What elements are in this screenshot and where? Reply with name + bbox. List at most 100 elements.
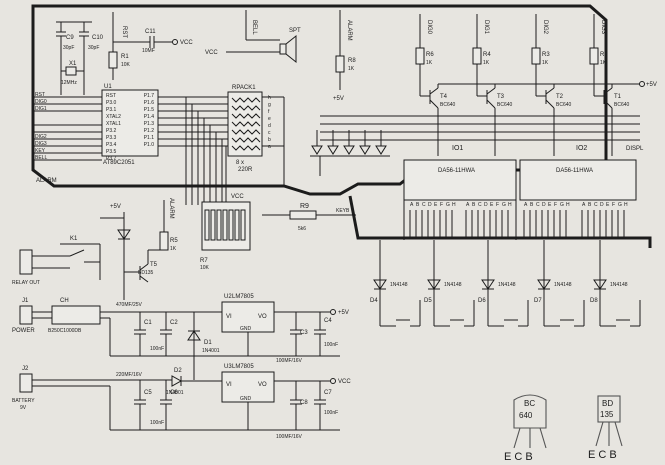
plus-5v-d-label: +5V	[338, 310, 349, 316]
rpack1-ohm: 220R	[238, 167, 253, 173]
j2-label: J2	[22, 366, 29, 372]
u1-pin-left: P3.7	[106, 156, 117, 162]
u3-vi: VI	[226, 382, 232, 388]
segment-letter: e	[268, 116, 271, 122]
relay-out-label: RELAY OUT	[12, 280, 40, 286]
c9-value: 30pF	[63, 45, 74, 51]
battery-volt: 9V	[20, 405, 27, 411]
u1-pin-left: P3.0	[106, 100, 117, 106]
svg-text:G: G	[502, 202, 506, 208]
r9-value: 5k6	[298, 226, 306, 232]
u1-right-pins: P1.7P1.6P1.5P1.4P1.3P1.2P1.1P1.0	[144, 93, 155, 148]
u1-pin-right: P1.2	[144, 128, 155, 134]
relay-section: K1 RELAY OUT +5V R5 1K T5 BD135	[12, 200, 178, 300]
diode-tag: D5	[424, 298, 432, 304]
display-io2: IO2 DA56-11HWA DISPL	[519, 145, 644, 201]
bd135-sketch-pins: E C B	[588, 449, 617, 461]
t5-part: BD135	[138, 270, 154, 276]
u1-net-label: DIG0	[35, 99, 47, 105]
svg-text:E: E	[490, 202, 494, 208]
u3-part: LM7805	[232, 364, 254, 370]
power-label: POWER	[12, 328, 35, 334]
vcc-bell-label: VCC	[205, 50, 218, 56]
u1-net-label: DIG1	[35, 106, 47, 112]
r9-keyb: R9 5k6 KEYB	[262, 203, 356, 232]
digit-drivers: DIG0 DIG1 DIG2 DIG3 R6 R4 R3 R2 1K 1K 1K…	[320, 14, 657, 156]
svg-text:C: C	[594, 202, 598, 208]
svg-text:G: G	[446, 202, 450, 208]
diode-tag: D8	[590, 298, 598, 304]
k1-label: K1	[70, 236, 78, 242]
d2-label: D2	[174, 368, 182, 374]
u1-pin-right: P1.6	[144, 100, 155, 106]
r1-value: 10K	[121, 62, 131, 68]
c10-value: 30pF	[88, 45, 99, 51]
r9-label: R9	[300, 203, 309, 210]
segment-letter: a	[268, 144, 271, 150]
r5-value: 1K	[170, 246, 177, 252]
vcc-bottom-label: VCC	[338, 379, 351, 385]
u1-net-label: DIG2	[35, 134, 47, 140]
segment-letter: f	[268, 109, 270, 115]
u2-gnd: GND	[240, 326, 252, 332]
u1-pin-right: P1.1	[144, 135, 155, 141]
svg-text:F: F	[554, 202, 557, 208]
t4-label: T4	[440, 94, 448, 100]
r8-value: 1K	[348, 66, 355, 72]
regulator-u2: C1 470MF/25V C2 100nF U2 LM7805 VI VO GN…	[116, 294, 349, 364]
u3-gnd: GND	[240, 396, 252, 402]
d1-label: D1	[204, 340, 212, 346]
segment-letter: d	[268, 123, 271, 129]
bc640-sketch-bc: BC	[524, 399, 535, 408]
u2-vo: VO	[258, 314, 267, 320]
svg-text:A: A	[466, 202, 470, 208]
u1-pin-left: P3.4	[106, 142, 117, 148]
bd135-sketch-135: 135	[600, 410, 614, 419]
reset-section: RST C11 10MF VCC R1 10K	[108, 12, 193, 80]
c8-value: 100MF/16V	[276, 434, 303, 440]
j1-label: J1	[22, 298, 29, 304]
bc640-sketch-pins: E C B	[504, 451, 533, 463]
r6-label: R6	[426, 52, 434, 58]
u1-pin-left: XTAL2	[106, 114, 121, 120]
x1-label: X1	[69, 61, 77, 67]
u1-pin-left: P3.1	[106, 107, 117, 113]
battery-label: BATTERY	[12, 398, 35, 404]
lower-bus	[348, 195, 652, 248]
svg-text:F: F	[496, 202, 499, 208]
bridge-part: B250C1000DB	[48, 328, 82, 334]
plus-5v-a-label: +5V	[333, 96, 344, 102]
d1-value: 1N4001	[202, 348, 220, 354]
svg-text:D: D	[484, 202, 488, 208]
plus-5v-b-label: +5V	[646, 82, 657, 88]
battery-input: J2 BATTERY 9V	[12, 366, 340, 431]
u1-pin-right: P1.7	[144, 93, 155, 99]
c3-value: 100MF/16V	[276, 358, 303, 364]
u1-pin-left: P3.5	[106, 149, 117, 155]
dig0-label: DIG0	[426, 20, 432, 35]
svg-text:H: H	[566, 202, 570, 208]
t3-part: BC640	[497, 102, 513, 108]
u1-pin-left: XTAL1	[106, 121, 121, 127]
dig3-label: DIG3	[600, 20, 606, 35]
c4-value: 100nF	[324, 342, 338, 348]
displ-label: DISPL	[626, 146, 644, 152]
c3-label: C3	[300, 330, 308, 336]
segment-letter: c	[268, 130, 271, 136]
d6-part: 1N4148	[498, 282, 516, 288]
d8-part: 1N4148	[610, 282, 628, 288]
svg-text:H: H	[452, 202, 456, 208]
t4-part: BC640	[440, 102, 456, 108]
c11-label: C11	[145, 29, 156, 35]
io2-label: IO2	[576, 145, 587, 152]
alarm-vertical-label: ALARM	[168, 198, 174, 219]
u1-net-label: BELL	[35, 155, 47, 161]
r3-value: 1K	[542, 60, 549, 66]
svg-text:A: A	[410, 202, 414, 208]
